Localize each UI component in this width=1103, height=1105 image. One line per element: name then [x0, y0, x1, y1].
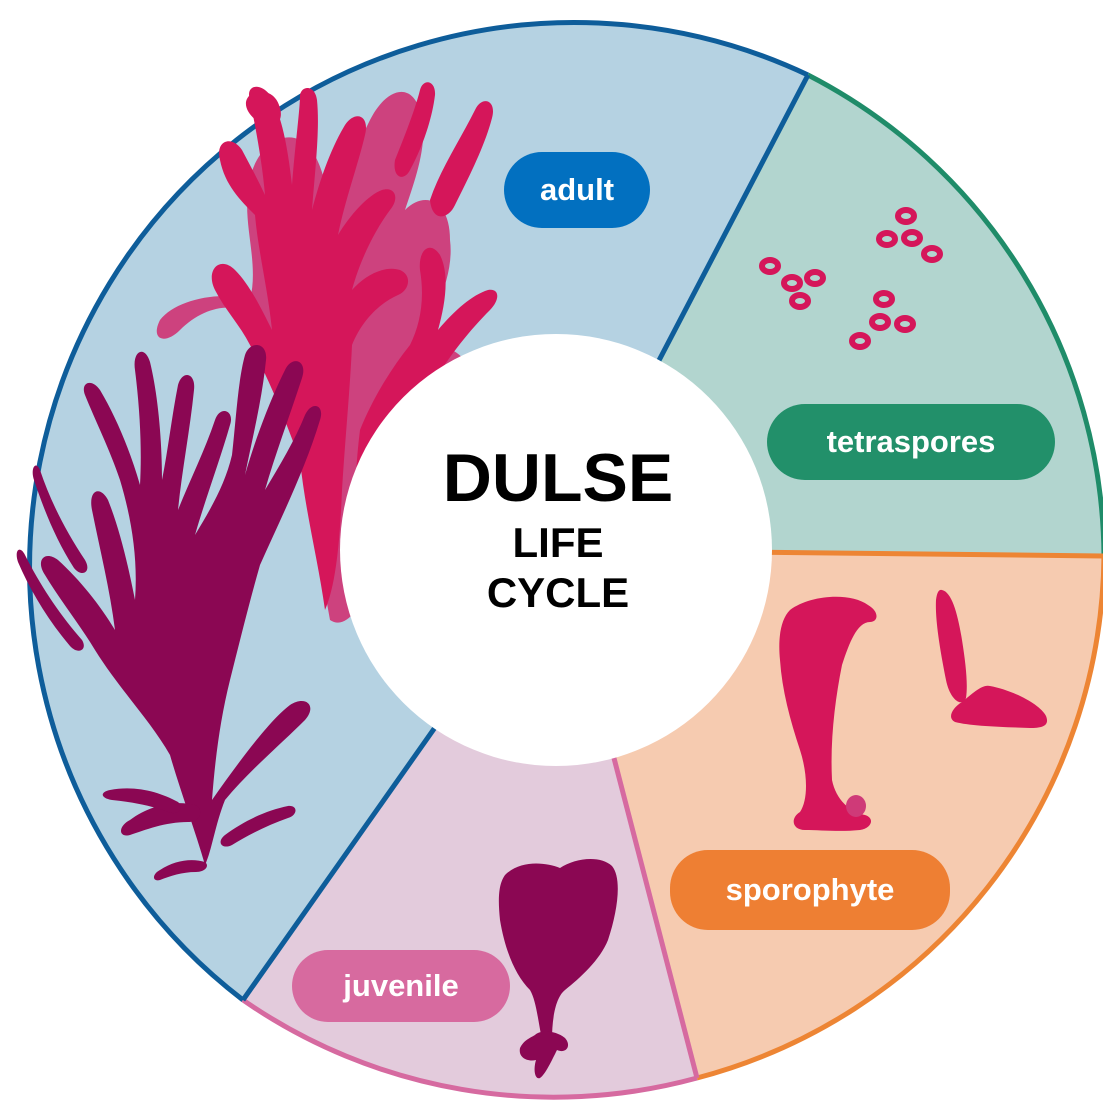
title-line-1: DULSE [340, 438, 776, 518]
stage-label-tetraspores: tetraspores [767, 404, 1055, 480]
title-line-3: CYCLE [340, 568, 776, 618]
title-line-2: LIFE [340, 518, 776, 568]
diagram-title: DULSE LIFE CYCLE [340, 438, 776, 618]
stage-label-juvenile: juvenile [292, 950, 510, 1022]
stage-label-adult: adult [504, 152, 650, 228]
stage-label-sporophyte: sporophyte [670, 850, 950, 930]
